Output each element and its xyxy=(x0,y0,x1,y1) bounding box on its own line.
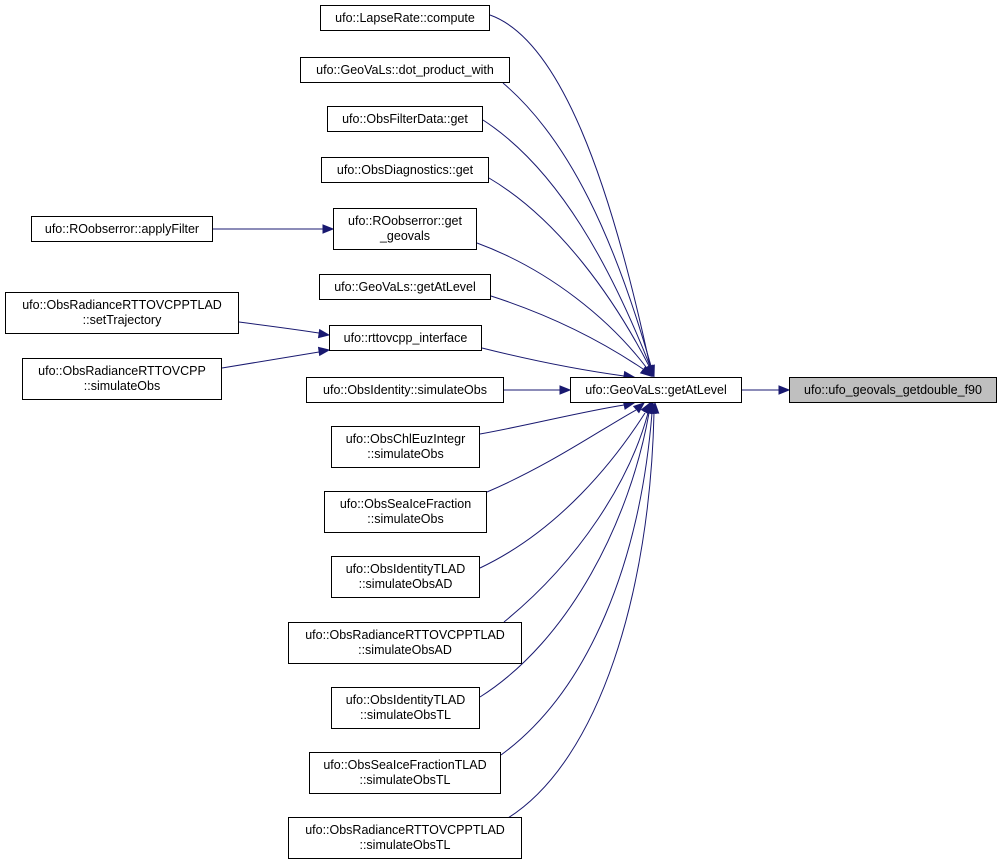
node-label: ufo::GeoVaLs::dot_product_with xyxy=(316,62,494,77)
node-label: ufo::ObsRadianceRTTOVCPPTLAD ::simulateO… xyxy=(305,628,505,657)
node-geovals-getatlevel-2[interactable]: ufo::GeoVaLs::getAtLevel xyxy=(319,274,491,300)
node-label: ufo::ROobserror::applyFilter xyxy=(44,221,200,236)
node-obschleuzintegr-simulateobs[interactable]: ufo::ObsChlEuzIntegr ::simulateObs xyxy=(331,426,480,468)
node-obsradiance-tlad-settrajectory[interactable]: ufo::ObsRadianceRTTOVCPPTLAD ::setTrajec… xyxy=(5,292,239,334)
node-label: ufo::GeoVaLs::getAtLevel xyxy=(334,279,476,294)
edge-obsidentitytlad-tl xyxy=(479,412,650,698)
edge-main-to-getdouble-arrowhead xyxy=(778,385,791,395)
edge-settrajectory-arrowhead xyxy=(317,328,331,339)
edge-rttovcpp xyxy=(481,347,625,377)
edge-obschleuzintegr xyxy=(479,404,625,435)
node-label: ufo::ObsIdentityTLAD ::simulateObsTL xyxy=(345,693,466,722)
edge-lapserate xyxy=(489,14,651,367)
node-label: ufo::GeoVaLs::getAtLevel xyxy=(585,382,727,397)
edge-radiance-simobs-arrowhead xyxy=(317,346,331,357)
node-label: ufo::ObsSeaIceFractionTLAD ::simulateObs… xyxy=(323,758,487,787)
edge-roobserror-get xyxy=(476,242,647,368)
node-obsseaicefraction-simulateobs[interactable]: ufo::ObsSeaIceFraction ::simulateObs xyxy=(324,491,487,533)
node-obsradiance-simulateobs[interactable]: ufo::ObsRadianceRTTOVCPP ::simulateObs xyxy=(22,358,222,400)
edge-obsradiancetlad-tl xyxy=(507,412,655,819)
node-roobserror-applyfilter[interactable]: ufo::ROobserror::applyFilter xyxy=(31,216,213,242)
node-rttovcpp-interface[interactable]: ufo::rttovcpp_interface xyxy=(329,325,482,351)
edge-obsidentitytlad-ad xyxy=(479,412,646,569)
edge-obsradiancetlad-tl-arrowhead xyxy=(649,401,660,414)
node-obsradiancetlad-simulateobsad[interactable]: ufo::ObsRadianceRTTOVCPPTLAD ::simulateO… xyxy=(288,622,522,664)
node-label: ufo::ROobserror::get _geovals xyxy=(348,214,462,243)
node-obsidentity-simulateobs[interactable]: ufo::ObsIdentity::simulateObs xyxy=(306,377,504,403)
node-ufo-geovals-getdouble-f90: ufo::ufo_geovals_getdouble_f90 xyxy=(789,377,997,403)
node-geovals-dot-product-with[interactable]: ufo::GeoVaLs::dot_product_with xyxy=(300,57,510,83)
node-geovals-getatlevel-main[interactable]: ufo::GeoVaLs::getAtLevel xyxy=(570,377,742,403)
node-label: ufo::ufo_geovals_getdouble_f90 xyxy=(804,382,982,397)
edge-settrajectory xyxy=(238,321,320,334)
node-obsidentitytlad-simulateobsad[interactable]: ufo::ObsIdentityTLAD ::simulateObsAD xyxy=(331,556,480,598)
node-obsidentitytlad-simulateobstl[interactable]: ufo::ObsIdentityTLAD ::simulateObsTL xyxy=(331,687,480,729)
node-obsseaicefractiontlad-simulateobstl[interactable]: ufo::ObsSeaIceFractionTLAD ::simulateObs… xyxy=(309,752,501,794)
node-label: ufo::ObsRadianceRTTOVCPPTLAD ::setTrajec… xyxy=(22,298,222,327)
node-obsradiancetlad-simulateobstl[interactable]: ufo::ObsRadianceRTTOVCPPTLAD ::simulateO… xyxy=(288,817,522,859)
edge-applyfilter-arrowhead xyxy=(322,224,335,234)
edge-obsseaicefractiontlad-tl xyxy=(500,412,653,756)
edge-obsdiagnostics xyxy=(488,177,650,367)
edge-dot-product xyxy=(502,82,652,367)
node-obsdiagnostics-get[interactable]: ufo::ObsDiagnostics::get xyxy=(321,157,489,183)
edge-obsfilterdata xyxy=(482,119,651,367)
node-label: ufo::ObsDiagnostics::get xyxy=(336,162,474,177)
edge-obsradiancetlad-ad xyxy=(503,412,649,623)
node-label: ufo::ObsSeaIceFraction ::simulateObs xyxy=(339,497,472,526)
node-label: ufo::ObsRadianceRTTOVCPP ::simulateObs xyxy=(38,364,206,393)
edge-getatlevel2-arrowhead xyxy=(639,365,653,377)
node-label: ufo::ObsIdentity::simulateObs xyxy=(323,382,487,397)
node-label: ufo::ObsIdentityTLAD ::simulateObsAD xyxy=(345,562,466,591)
node-label: ufo::LapseRate::compute xyxy=(335,10,475,25)
node-roobserror-get-geovals[interactable]: ufo::ROobserror::get _geovals xyxy=(333,208,477,250)
edge-obsidentity-arrowhead xyxy=(559,385,572,395)
node-label: ufo::ObsChlEuzIntegr ::simulateObs xyxy=(345,432,466,461)
edge-obsseaice-arrowhead xyxy=(632,402,646,414)
node-lapserate-compute[interactable]: ufo::LapseRate::compute xyxy=(320,5,490,31)
node-obsfilterdata-get[interactable]: ufo::ObsFilterData::get xyxy=(327,106,483,132)
edge-radiance-simobs xyxy=(221,351,320,369)
edge-obsseaice xyxy=(486,409,637,493)
node-label: ufo::ObsFilterData::get xyxy=(342,111,468,126)
node-label: ufo::ObsRadianceRTTOVCPPTLAD ::simulateO… xyxy=(305,823,505,852)
node-label: ufo::rttovcpp_interface xyxy=(343,330,468,345)
edge-getatlevel2 xyxy=(490,295,644,370)
